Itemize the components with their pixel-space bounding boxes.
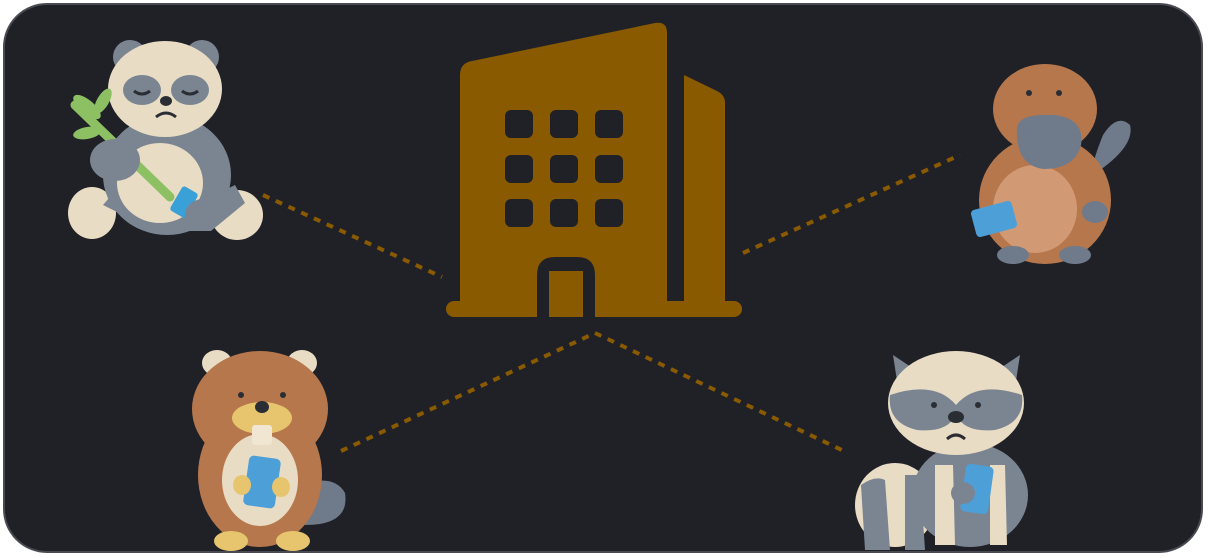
diagram-panel	[3, 3, 1203, 553]
office-building-icon	[446, 22, 742, 317]
connectors	[262, 153, 961, 455]
connector-panda	[262, 193, 443, 279]
raccoon-with-phone-icon	[855, 351, 1028, 550]
panda-with-phone-icon	[68, 40, 263, 240]
beaver-with-phone-icon	[192, 350, 346, 551]
connector-platypus	[742, 153, 961, 255]
diagram-canvas	[68, 22, 1131, 551]
connector-raccoon	[594, 331, 849, 455]
platypus-with-phone-icon	[970, 64, 1131, 264]
connector-beaver	[340, 331, 596, 453]
